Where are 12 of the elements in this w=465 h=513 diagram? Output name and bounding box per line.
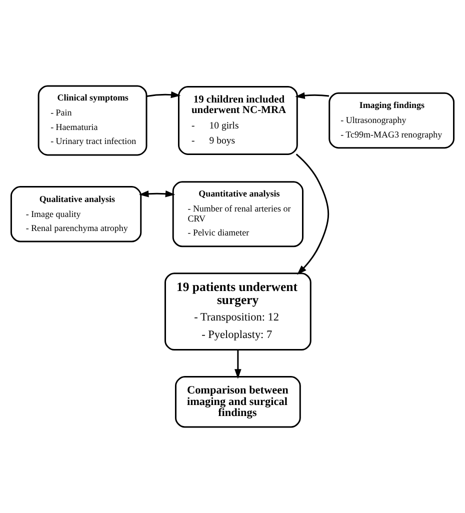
node-box: 19 patients underwent surgery - Transposition: 12 - Pyeloplasty: 7 (164, 272, 312, 351)
node-box: Imaging findings - Ultrasonography - Tc99m-MAG3 renography (328, 92, 455, 149)
node-box: Comparison between imaging and surgical findings (174, 376, 301, 428)
node-box: Clinical symptoms - Pain - Haematuria - Urinary tract infection (38, 85, 148, 156)
arrow (138, 190, 176, 198)
arrow (234, 350, 242, 379)
node-box: Quantitative analysis - Number of renal arteries or CRV - Pelvic diameter (172, 181, 304, 248)
arrow (146, 91, 181, 98)
node-box: 19 children included underwent NC-MRA - 10 girls - 9 boys (178, 86, 298, 155)
arrow (296, 154, 330, 275)
arrow (295, 92, 330, 99)
node-box: Qualitative analysis - Image quality - Renal parenchyma atrophy (10, 186, 142, 242)
